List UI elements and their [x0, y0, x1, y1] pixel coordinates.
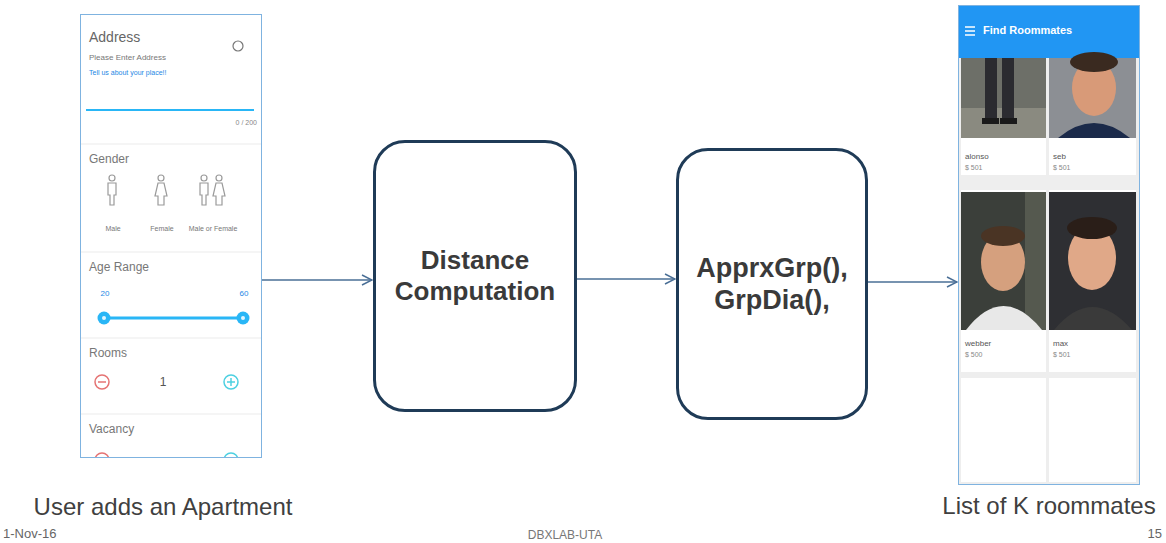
- photo: [1058, 123, 1130, 138]
- photo: [981, 226, 1025, 246]
- screen-text: $ 501: [965, 164, 983, 172]
- form-panel: [80, 253, 262, 337]
- slider-thumb: [102, 316, 106, 320]
- plus-button: [230, 378, 232, 386]
- photo: [1054, 307, 1132, 330]
- screen-text: Female: [150, 225, 173, 233]
- screen-text: Gender: [89, 153, 129, 167]
- form-screenshot: [80, 14, 262, 458]
- box-label: ApprxGrp(), GrpDia(),: [688, 252, 856, 317]
- screen-text: seb: [1053, 152, 1066, 161]
- plus-button: [224, 375, 238, 389]
- screen-text: Please Enter Address: [89, 53, 166, 62]
- box-label: Distance Computation: [385, 245, 565, 307]
- footer-text: 1-Nov-16: [3, 527, 56, 542]
- photo: [982, 118, 999, 124]
- form-panel: [80, 415, 262, 458]
- box-text-group: Distance Computation: [385, 245, 565, 307]
- screen-text: Age Range: [89, 261, 149, 275]
- screen-ground: [80, 14, 262, 458]
- menu-icon: [965, 34, 975, 36]
- results-screenshot: [958, 5, 1140, 485]
- screen-text: 20: [101, 289, 110, 298]
- menu-icon: [965, 30, 975, 32]
- screen-text: $ 501: [1053, 351, 1071, 359]
- app-bar: [958, 5, 1140, 58]
- screen-ground: [958, 5, 1140, 485]
- photo: [1025, 192, 1046, 330]
- form-panel: [80, 14, 262, 143]
- photo: [1067, 217, 1117, 239]
- screen-text: $ 501: [1053, 164, 1071, 172]
- photo: [961, 58, 1046, 138]
- menu-icon: [965, 26, 975, 28]
- person-icon: [155, 183, 167, 205]
- person-icon: [108, 183, 116, 205]
- form-panel: [80, 145, 262, 251]
- person-icon: [158, 175, 164, 181]
- photo: [966, 306, 1042, 330]
- process-box: Distance Computation: [373, 140, 577, 412]
- card: [1049, 190, 1136, 372]
- footer-text: DBXLAB-UTA: [528, 529, 602, 543]
- card: [961, 378, 1046, 482]
- screen-text: Address: [89, 29, 140, 45]
- range-slider: [104, 317, 243, 320]
- minus-button: [98, 381, 106, 383]
- footer-text: 15: [1148, 527, 1162, 542]
- screen-text: alonso: [965, 152, 989, 161]
- phone-screenshot: User adds an ApartmentAddressPlease Ente…: [80, 14, 262, 458]
- screen-caption: User adds an Apartment: [34, 493, 293, 521]
- screen-text: Male or Female: [189, 225, 238, 233]
- person-icon: [213, 183, 225, 205]
- phone-screenshot: List of K roommatesFind Roommatesalonso$…: [958, 5, 1140, 485]
- photo: [985, 58, 997, 120]
- screen-text: Tell us about your place!!: [89, 69, 166, 77]
- screen-text: Male: [105, 225, 120, 233]
- form-panel: [80, 339, 262, 413]
- photo: [961, 192, 1046, 330]
- flow-arrow: [262, 279, 372, 281]
- person-icon: [200, 183, 208, 205]
- slider-thumb: [237, 312, 250, 325]
- person-icon: [201, 175, 207, 181]
- person-icon: [109, 175, 115, 181]
- photo: [1070, 52, 1118, 72]
- screen-text: 60: [240, 289, 249, 298]
- screen-text: Find Roommates: [983, 24, 1072, 37]
- text-field-line: [86, 109, 254, 111]
- screen-text: max: [1053, 339, 1068, 348]
- photo: [1000, 118, 1017, 124]
- process-box: ApprxGrp(), GrpDia(),: [676, 148, 868, 420]
- screen-caption: List of K roommates: [942, 492, 1155, 520]
- screen-text: 1: [160, 376, 167, 390]
- flow-arrow: [577, 278, 675, 280]
- slider-thumb: [98, 312, 111, 325]
- person-icon: [216, 175, 222, 181]
- flow-arrow: [868, 281, 957, 283]
- screen-text: Vacancy: [89, 423, 134, 437]
- screen-text: webber: [965, 339, 991, 348]
- location-icon: [233, 41, 243, 51]
- card: [1049, 378, 1136, 482]
- screen-text: Rooms: [89, 347, 127, 361]
- card: [1049, 58, 1136, 175]
- screen-text: $ 500: [965, 351, 983, 359]
- minus-button: [95, 375, 109, 389]
- card: [961, 190, 1046, 372]
- screen-text: 0 / 200: [236, 119, 257, 127]
- photo: [1049, 192, 1136, 330]
- box-text-group: ApprxGrp(), GrpDia(),: [688, 252, 856, 317]
- photo: [1002, 58, 1014, 120]
- slider-thumb: [241, 316, 245, 320]
- card: [961, 58, 1046, 175]
- person-icon: [108, 175, 225, 205]
